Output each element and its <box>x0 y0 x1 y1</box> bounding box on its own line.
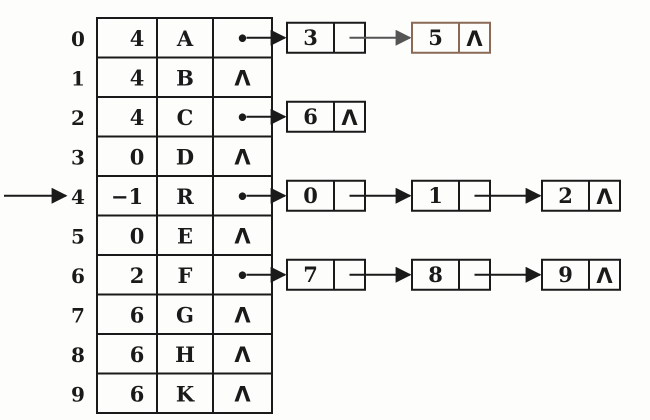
child-null-cell: Λ <box>234 382 251 406</box>
parent-cell: −1 <box>111 184 143 209</box>
parent-cell: 2 <box>130 263 145 288</box>
child-null-cell: Λ <box>234 343 251 367</box>
list-node-box <box>541 258 621 291</box>
child-null-cell: Λ <box>234 66 251 90</box>
parent-cell: 6 <box>130 381 145 406</box>
list-node-null: Λ <box>596 185 613 209</box>
row-index-label: 8 <box>71 343 85 367</box>
list-node-null: Λ <box>596 264 613 288</box>
list-node-value: 8 <box>428 262 443 287</box>
list-node-value: 1 <box>428 183 443 208</box>
row-index-label: 1 <box>71 66 85 90</box>
parent-cell: 6 <box>130 302 145 327</box>
parent-cell: 4 <box>130 65 145 90</box>
list-node-value: 7 <box>303 262 318 287</box>
data-cell: R <box>176 184 194 209</box>
parent-cell: 4 <box>130 26 145 51</box>
child-null-cell: Λ <box>234 145 251 169</box>
data-cell: K <box>176 381 195 406</box>
child-pointer-cell: • <box>236 105 249 130</box>
row-index-label: 3 <box>71 145 85 169</box>
data-cell: C <box>177 105 194 130</box>
parent-cell: 6 <box>130 342 145 367</box>
list-node-box <box>411 21 491 54</box>
data-cell: E <box>177 223 193 248</box>
data-cell: H <box>175 342 195 367</box>
child-pointer-cell: • <box>236 184 249 209</box>
data-cell: A <box>176 26 194 51</box>
child-null-cell: Λ <box>234 303 251 327</box>
list-node-value: 2 <box>558 183 573 208</box>
list-node-value: 6 <box>303 104 318 129</box>
row-index-label: 0 <box>71 27 85 51</box>
row-index-label: 2 <box>71 106 85 130</box>
row-index-label: 4 <box>71 185 85 209</box>
row-index-label: 9 <box>71 382 85 406</box>
data-cell: F <box>178 263 193 288</box>
child-pointer-cell: • <box>236 263 249 288</box>
parent-cell: 0 <box>130 223 145 248</box>
data-cell: G <box>176 302 194 327</box>
child-null-cell: Λ <box>234 224 251 248</box>
parent-cell: 4 <box>130 105 145 130</box>
list-node-value: 3 <box>303 25 318 50</box>
list-node-box <box>286 100 366 133</box>
list-node-value: 0 <box>303 183 318 208</box>
row-index-label: 7 <box>71 303 85 327</box>
child-pointer-cell: • <box>236 26 249 51</box>
list-node-value: 9 <box>558 262 573 287</box>
data-cell: B <box>176 65 194 90</box>
row-index-label: 6 <box>71 264 85 288</box>
list-node-null: Λ <box>341 106 358 130</box>
list-node-value: 5 <box>428 25 443 50</box>
data-cell: D <box>176 144 194 169</box>
list-node-box <box>541 179 621 212</box>
parent-cell: 0 <box>130 144 145 169</box>
row-index-label: 5 <box>71 224 85 248</box>
list-node-null: Λ <box>466 27 483 51</box>
